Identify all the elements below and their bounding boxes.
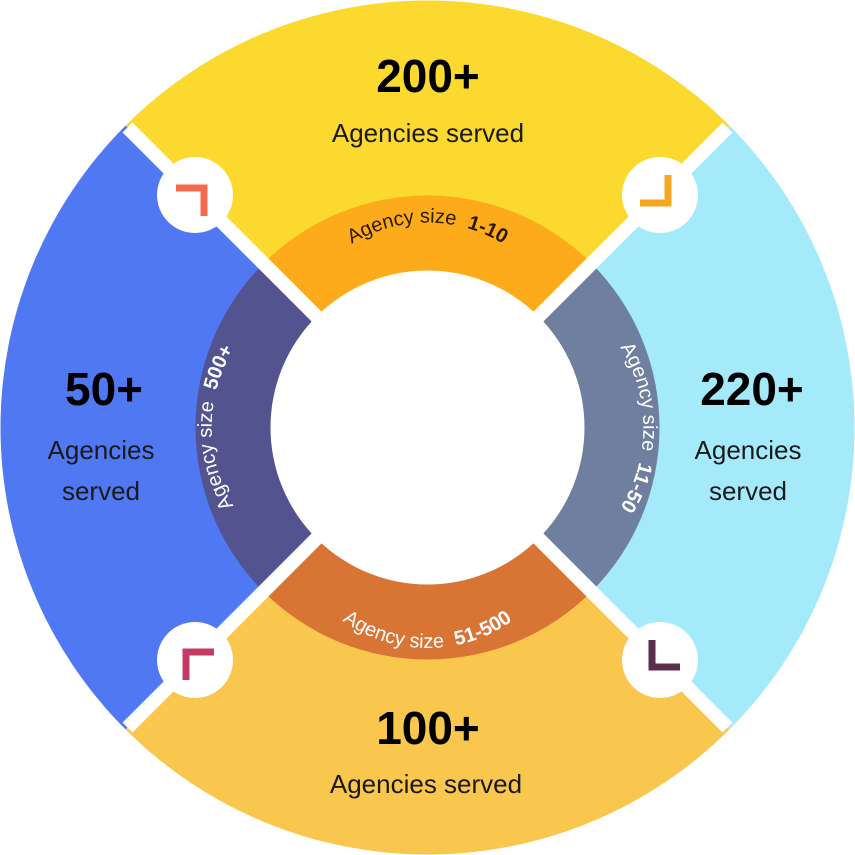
ring-segment-left [195, 263, 322, 592]
ring-segment-right [533, 263, 660, 592]
bottom-description: Agencies served [330, 769, 522, 799]
corner-badge-br [622, 622, 698, 698]
right-count: 220+ [700, 363, 804, 415]
segment-top [125, 0, 730, 265]
segment-bottom [125, 590, 730, 855]
corner-bracket-icon [176, 184, 208, 216]
ring-segment-bottom [263, 533, 592, 660]
right-description-line2: served [709, 476, 787, 506]
center-hole [270, 270, 585, 585]
corner-badge-tr [622, 157, 698, 233]
ring-segment-top [263, 195, 592, 322]
segment-right [590, 125, 855, 730]
left-description-line1: Agencies [48, 435, 155, 465]
corner-badge-bl [157, 622, 233, 698]
top-description: Agencies served [332, 118, 524, 148]
corner-bracket-icon [648, 640, 680, 671]
top-count: 200+ [376, 50, 480, 102]
left-description-line2: served [62, 476, 140, 506]
corner-bracket-icon [182, 648, 214, 680]
corner-bracket-icon [640, 175, 672, 207]
corner-badge-tl [157, 157, 233, 233]
bottom-count: 100+ [376, 702, 480, 754]
segment-left [0, 125, 265, 730]
right-description-line1: Agencies [695, 435, 802, 465]
left-count: 50+ [65, 363, 143, 415]
